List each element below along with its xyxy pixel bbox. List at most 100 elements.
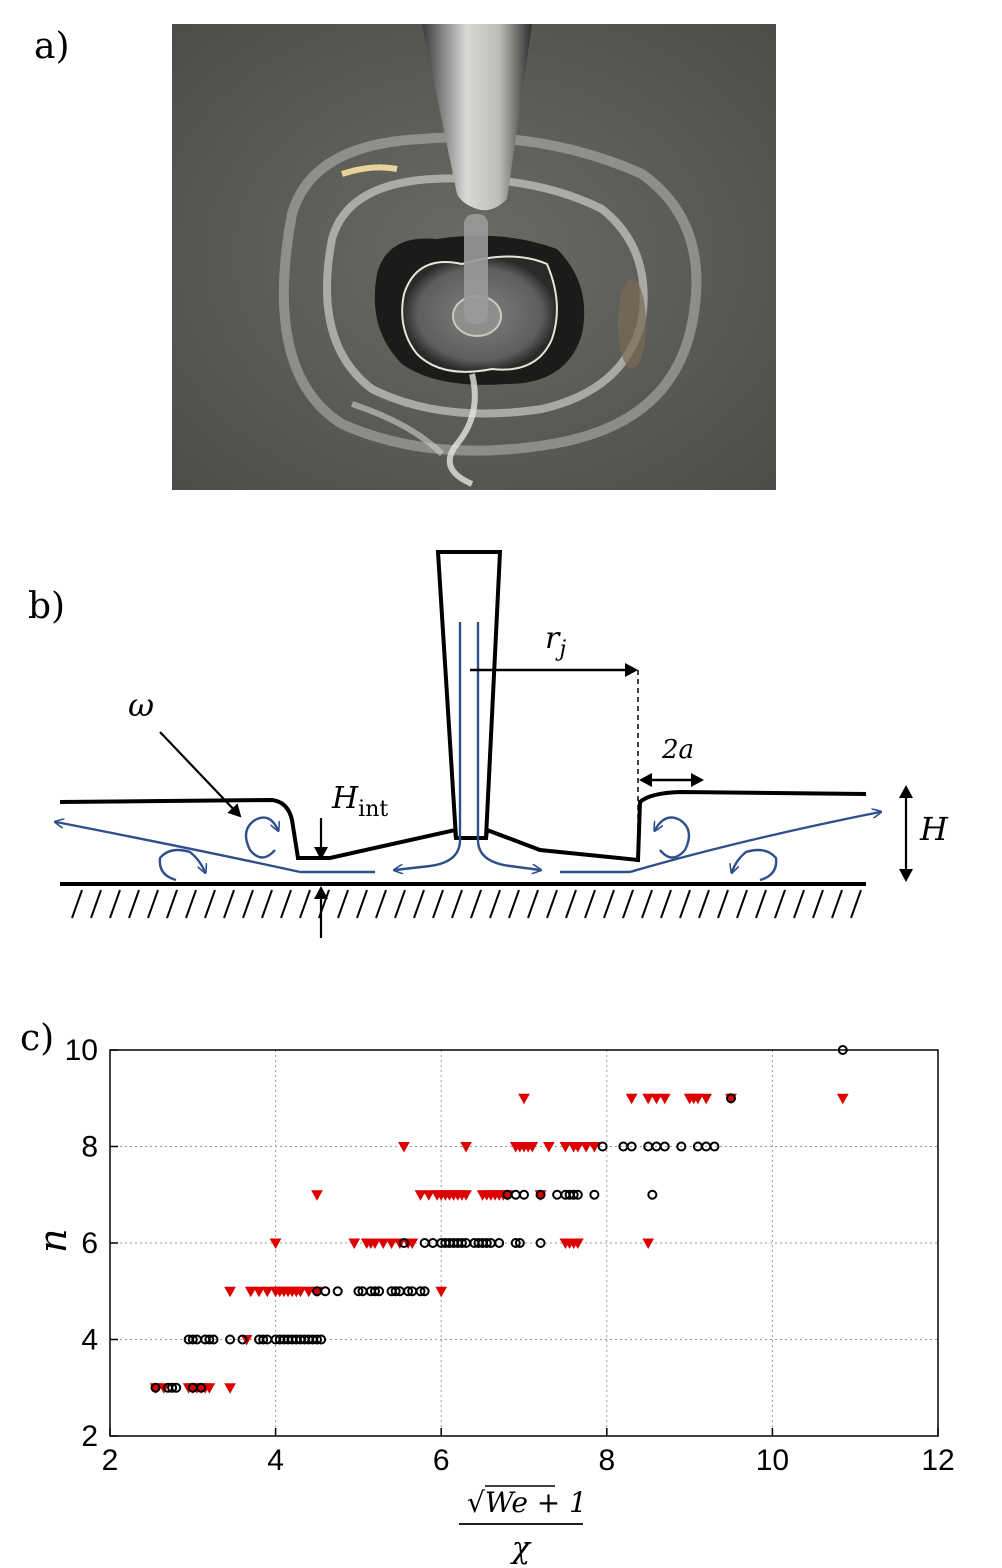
scatter-point-triangle <box>406 1238 419 1250</box>
hatch-line <box>375 889 387 919</box>
jet-photograph <box>172 24 776 490</box>
hatch-line <box>166 889 178 919</box>
scatter-point-triangle <box>269 1238 282 1250</box>
scatter-point-triangle <box>571 1238 584 1250</box>
scatter-point-circle <box>398 1238 409 1248</box>
light-reflection <box>341 164 398 177</box>
scatter-point-circle <box>568 1189 579 1200</box>
scatter-point-circle <box>187 1334 198 1345</box>
hatch-line <box>185 889 197 919</box>
panel-label-b: b) <box>28 586 66 627</box>
x-axis-label-numerator: √We + 1 <box>467 1486 587 1519</box>
x-axis-label: √We + 1 χ <box>459 1485 587 1566</box>
scatter-point-circle <box>171 1382 182 1393</box>
scatter-point-triangle <box>244 1286 257 1298</box>
hatch-line <box>584 889 596 919</box>
hatch-line <box>850 889 862 919</box>
hatch-line <box>299 889 311 919</box>
scatter-point-circle <box>196 1382 207 1393</box>
corner-vortex-left <box>158 848 205 882</box>
scatter-point-triangle <box>460 1142 472 1153</box>
scatter-point-circle <box>494 1238 505 1248</box>
hatch-line <box>603 889 615 919</box>
hatch-line <box>546 889 558 919</box>
liquid-jet <box>464 214 488 324</box>
x-tick-label: 10 <box>756 1444 789 1477</box>
hatch-line <box>147 889 159 919</box>
scatter-point-triangle <box>348 1238 361 1250</box>
scatter-point-circle <box>535 1238 546 1248</box>
outer-wave-ring <box>278 132 702 456</box>
scatter-point-circle <box>369 1286 380 1297</box>
hatch-line <box>394 889 406 919</box>
hydraulic-jump-schematic: rj 2a ω Hint H <box>0 550 949 938</box>
hatch-line <box>565 889 577 919</box>
scatter-point-circle <box>312 1334 322 1345</box>
scatter-point-circle <box>419 1286 430 1297</box>
hatch-line <box>413 889 425 919</box>
hatch-line <box>679 889 691 919</box>
scatter-point-triangle <box>302 1286 315 1298</box>
hatch-line <box>622 889 634 919</box>
scatter-point-triangle <box>650 1093 663 1105</box>
panel-label-a: a) <box>34 26 70 67</box>
scatter-point-triangle <box>398 1142 410 1153</box>
x-tick-label: 4 <box>267 1444 284 1477</box>
scatter-point-triangle <box>700 1093 713 1105</box>
scatter-point-circle <box>258 1334 269 1345</box>
hatch-line <box>280 889 292 919</box>
scatter-point-circle <box>510 1238 521 1248</box>
scatter-point-circle <box>415 1286 426 1297</box>
scatter-point-circle <box>589 1189 600 1200</box>
scatter-point-circle <box>150 1382 161 1393</box>
scatter-point-triangle <box>571 1142 584 1153</box>
scatter-point-circle <box>726 1093 736 1104</box>
hatch-line <box>242 889 254 919</box>
scatter-point-triangle <box>422 1190 435 1201</box>
hatch-line <box>470 889 482 919</box>
scatter-point-circle <box>316 1334 327 1345</box>
scatter-point-triangle <box>658 1093 671 1105</box>
y-tick-label: 10 <box>65 1034 98 1067</box>
hatch-line <box>698 889 710 919</box>
h-int-label: Hint <box>331 781 388 822</box>
scatter-point-circle <box>709 1141 720 1152</box>
scatter-point-circle <box>626 1141 637 1152</box>
scatter-point-circle <box>225 1334 236 1345</box>
jet-streamline-right <box>476 622 540 870</box>
scatter-point-triangle <box>435 1286 448 1298</box>
scatter-point-circle <box>237 1334 248 1345</box>
hatch-line <box>793 889 805 919</box>
hatch-line <box>204 889 216 919</box>
scatter-point-triangle <box>203 1383 216 1394</box>
panel-label-c: c) <box>20 1018 55 1059</box>
hatch-line <box>736 889 748 919</box>
nozzle <box>422 24 532 211</box>
hatch-line <box>223 889 235 919</box>
scatter-point-triangle <box>642 1238 655 1250</box>
x-tick-label: 2 <box>102 1444 119 1477</box>
scatter-point-triangle <box>836 1093 849 1105</box>
scatter-point-circle <box>204 1334 215 1345</box>
scatter-point-triangle <box>311 1190 323 1201</box>
hatch-line <box>660 889 672 919</box>
outflow-left <box>56 822 301 874</box>
hatch-line <box>831 889 843 919</box>
scatter-point-circle <box>320 1286 331 1297</box>
scatter-point-circle <box>332 1286 343 1297</box>
tail-ripple <box>446 373 478 487</box>
scatter-point-triangle <box>294 1286 307 1298</box>
scatter-point-triangle <box>385 1238 398 1250</box>
corner-vortex-right <box>732 848 778 882</box>
hatch-line <box>774 889 786 919</box>
scatter-point-circle <box>647 1189 658 1200</box>
omega-pointer <box>159 731 242 818</box>
scatter-point-circle <box>837 1045 848 1055</box>
scatter-point-triangle <box>253 1286 265 1298</box>
scatter-point-circle <box>456 1238 467 1248</box>
scatter-point-triangle <box>692 1093 704 1105</box>
x-axis-label-denominator: χ <box>510 1531 532 1566</box>
scatter-point-circle <box>535 1189 546 1200</box>
schematic-nozzle <box>435 550 503 840</box>
